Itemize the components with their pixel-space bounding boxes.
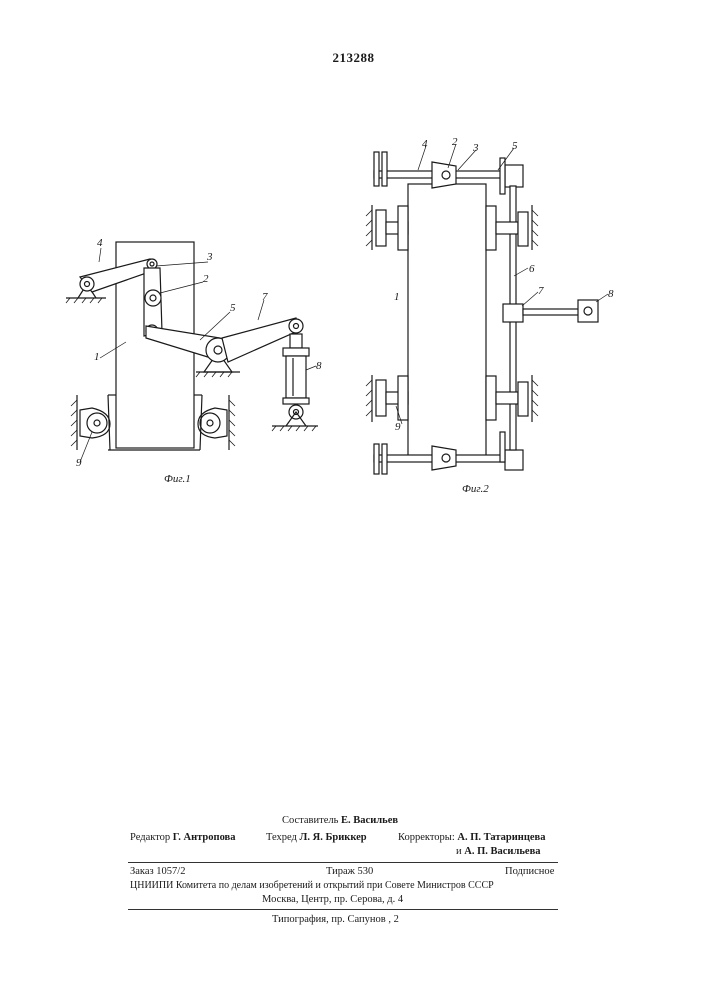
fig1-label-2: 2 xyxy=(203,273,209,285)
fig2-caption: Фиг.2 xyxy=(462,483,489,495)
figure-1 xyxy=(66,242,318,462)
editor-name: Г. Антропова xyxy=(173,832,236,843)
institute: ЦНИИПИ Комитета по делам изобретений и о… xyxy=(130,880,494,891)
fig2-label-8: 8 xyxy=(608,288,614,300)
fig1-label-4: 4 xyxy=(97,237,103,249)
order-number: Заказ 1057/2 xyxy=(130,866,185,877)
editor-line: Редактор Г. Антропова xyxy=(130,832,235,843)
techred-line: Техред Л. Я. Бриккер xyxy=(266,832,367,843)
fig2-label-3: 3 xyxy=(472,142,479,154)
printing-house: Типография, пр. Сапунов , 2 xyxy=(272,914,399,925)
corrector-2-prefix: и xyxy=(456,846,462,857)
editor-label: Редактор xyxy=(130,832,170,843)
print-run: Тираж 530 xyxy=(326,866,373,877)
fig2-label-4: 4 xyxy=(422,138,428,150)
fig2-label-6: 6 xyxy=(529,263,535,275)
fig2-label-5: 5 xyxy=(512,140,518,152)
fig2-label-2: 2 xyxy=(452,136,458,148)
fig1-label-1: 1 xyxy=(94,351,100,363)
correctors-line: Корректоры: А. П. Татаринцева xyxy=(398,832,545,843)
fig1-label-9: 9 xyxy=(76,457,82,469)
fig2-label-9: 9 xyxy=(395,421,401,433)
techred-name: Л. Я. Бриккер xyxy=(300,832,367,843)
address: Москва, Центр, пр. Серова, д. 4 xyxy=(262,894,403,905)
fig2-label-7: 7 xyxy=(538,285,544,297)
figure-2 xyxy=(366,144,608,474)
compiler-name: Е. Васильев xyxy=(341,815,398,826)
fig1-label-7: 7 xyxy=(262,291,268,303)
fig1-caption: Фиг.1 xyxy=(164,473,191,485)
corrector-2-line: и А. П. Васильева xyxy=(456,846,541,857)
compiler-line: Составитель Е. Васильев xyxy=(282,815,398,826)
fig1-label-5: 5 xyxy=(230,302,236,314)
divider-bottom xyxy=(128,909,558,910)
corrector-1: А. П. Татаринцева xyxy=(457,832,545,843)
subscription: Подписное xyxy=(505,866,554,877)
divider-top xyxy=(128,862,558,863)
fig1-label-3: 3 xyxy=(206,251,213,263)
compiler-label: Составитель xyxy=(282,815,338,826)
fig2-body xyxy=(408,184,486,460)
techred-label: Техред xyxy=(266,832,297,843)
corrector-2: А. П. Васильева xyxy=(464,846,540,857)
correctors-label: Корректоры: xyxy=(398,832,455,843)
fig1-label-8: 8 xyxy=(316,360,322,372)
fig2-label-1: 1 xyxy=(394,291,400,303)
